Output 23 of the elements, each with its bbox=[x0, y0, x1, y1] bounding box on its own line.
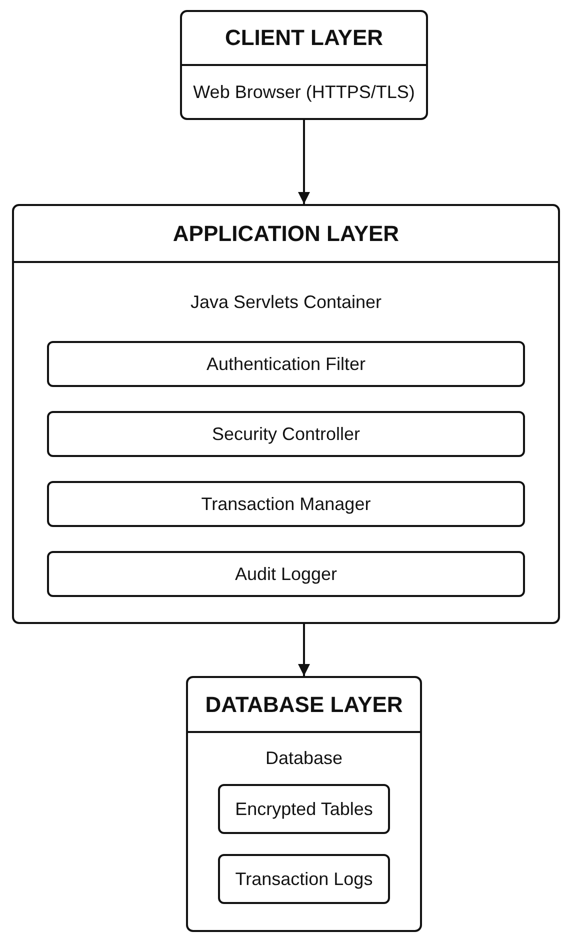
layer-box bbox=[186, 676, 422, 932]
layer-title: CLIENT LAYER bbox=[224, 25, 384, 51]
component-box bbox=[218, 854, 390, 904]
component-label: Encrypted Tables bbox=[235, 798, 373, 820]
component-label: Audit Logger bbox=[234, 564, 338, 584]
component-label: Transaction Logs bbox=[235, 868, 373, 890]
component-label: Security Controller bbox=[212, 424, 360, 444]
layer-title: DATABASE LAYER bbox=[205, 692, 403, 718]
layer-title: APPLICATION LAYER bbox=[172, 220, 400, 246]
component-label: Transaction Manager bbox=[201, 494, 371, 514]
component-box bbox=[47, 341, 525, 387]
layer-subtitle: Web Browser (HTTPS/TLS) bbox=[193, 82, 415, 102]
component-box bbox=[47, 481, 525, 527]
arrow bbox=[298, 120, 310, 204]
component-label: Authentication Filter bbox=[206, 354, 366, 374]
component-box bbox=[47, 551, 525, 597]
layer-subtitle: Database bbox=[265, 748, 343, 769]
layer-box bbox=[180, 10, 428, 120]
component-box bbox=[47, 411, 525, 457]
layer-subtitle: Java Servlets Container bbox=[190, 292, 382, 312]
component-box bbox=[218, 784, 390, 834]
arrow bbox=[298, 624, 310, 676]
layer-box bbox=[12, 204, 560, 624]
